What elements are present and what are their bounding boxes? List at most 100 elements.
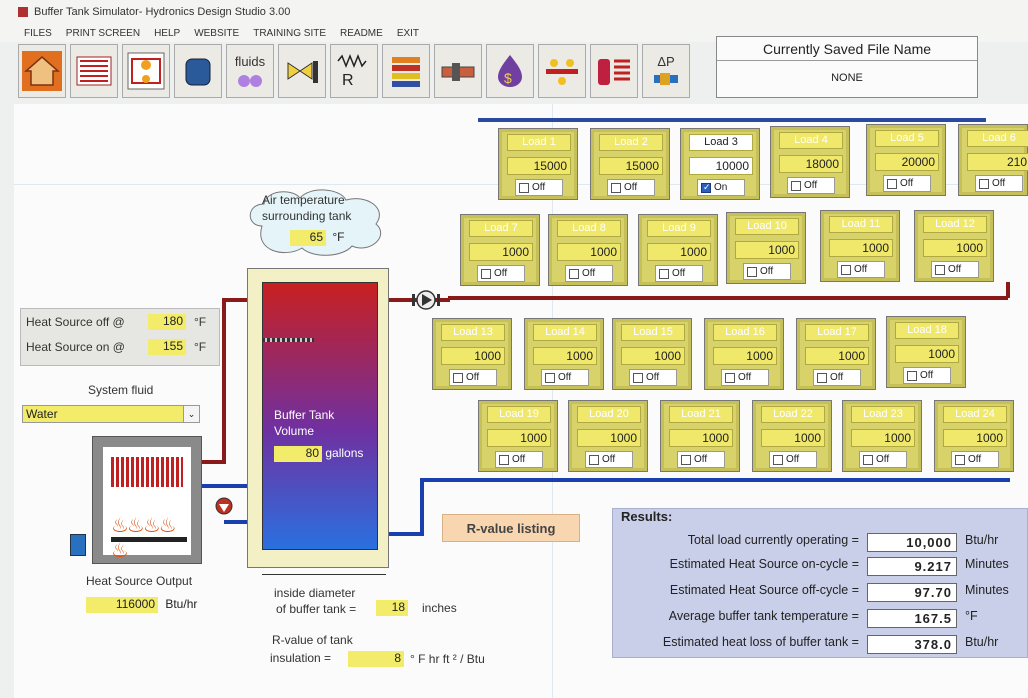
load-value-input[interactable]: 1000 (647, 243, 711, 261)
checkbox-icon[interactable] (887, 178, 897, 189)
load-toggle[interactable]: Off (813, 369, 861, 386)
checkbox-icon[interactable] (611, 182, 621, 193)
load-toggle[interactable]: Off (931, 261, 979, 278)
load-value-input[interactable]: 210 (967, 153, 1028, 171)
load-value-input[interactable]: 1000 (577, 429, 641, 447)
hs-on-input[interactable]: 155 (148, 339, 186, 355)
load-toggle[interactable]: Off (837, 261, 885, 278)
load-value-input[interactable]: 1000 (533, 347, 597, 365)
pipe-button[interactable] (434, 44, 482, 98)
load-value-input[interactable]: 20000 (875, 153, 939, 171)
piping-diagram-button[interactable] (122, 44, 170, 98)
stacked-layers-button[interactable] (382, 44, 430, 98)
load-value-input[interactable]: 18000 (779, 155, 843, 173)
cost-button[interactable]: $ (486, 44, 534, 98)
manifold-button[interactable] (538, 44, 586, 98)
hs-off-input[interactable]: 180 (148, 314, 186, 330)
load-value-input[interactable]: 15000 (599, 157, 663, 175)
fluids-button[interactable]: fluids (226, 44, 274, 98)
load-toggle[interactable]: Off (585, 451, 633, 468)
checkbox-icon[interactable] (701, 182, 711, 193)
load-toggle[interactable]: Off (883, 175, 931, 192)
radiant-panel-button[interactable] (70, 44, 118, 98)
load-toggle[interactable]: Off (975, 175, 1023, 192)
checkbox-icon[interactable] (481, 268, 491, 279)
checkbox-icon[interactable] (519, 182, 529, 193)
rvalue-listing-button[interactable]: R-value listing (442, 514, 580, 542)
load-toggle[interactable]: Off (565, 265, 613, 282)
load-value-input[interactable]: 1000 (713, 347, 777, 365)
rvalue-input[interactable]: 8 (348, 651, 404, 667)
load-toggle[interactable]: Off (477, 265, 525, 282)
menu-website[interactable]: WEBSITE (194, 27, 240, 39)
load-toggle[interactable]: Off (743, 263, 791, 280)
menu-print-screen[interactable]: PRINT SCREEN (65, 27, 141, 39)
load-toggle[interactable]: Off (449, 369, 497, 386)
checkbox-icon[interactable] (725, 372, 735, 383)
expansion-tank-button[interactable] (174, 44, 222, 98)
load-value-input[interactable]: 1000 (923, 239, 987, 257)
load-value-input[interactable]: 1000 (441, 347, 505, 365)
load-toggle[interactable]: Off (721, 369, 769, 386)
load-value-input[interactable]: 1000 (487, 429, 551, 447)
load-toggle[interactable]: Off (903, 367, 951, 384)
menu-training-site[interactable]: TRAINING SITE (253, 27, 327, 39)
checkbox-icon[interactable] (545, 372, 555, 383)
load-value-input[interactable]: 15000 (507, 157, 571, 175)
load-toggle[interactable]: Off (607, 179, 655, 196)
load-value-input[interactable]: 1000 (669, 429, 733, 447)
tank-volume-input[interactable]: 80 (274, 446, 322, 462)
load-toggle[interactable]: Off (495, 451, 543, 468)
diameter-input[interactable]: 18 (376, 600, 408, 616)
chevron-down-icon[interactable]: ⌄ (183, 406, 199, 422)
load-toggle[interactable]: Off (769, 451, 817, 468)
menu-exit[interactable]: EXIT (396, 27, 420, 39)
checkbox-icon[interactable] (659, 268, 669, 279)
checkbox-icon[interactable] (773, 454, 783, 465)
load-value-input[interactable]: 1000 (943, 429, 1007, 447)
load-value-input[interactable]: 1000 (895, 345, 959, 363)
load-toggle[interactable]: Off (515, 179, 563, 196)
checkbox-icon[interactable] (935, 264, 945, 275)
checkbox-icon[interactable] (499, 454, 509, 465)
air-temp-input[interactable]: 65 (290, 230, 326, 246)
tank-grid-button[interactable] (590, 44, 638, 98)
checkbox-icon[interactable] (569, 268, 579, 279)
valve-length-button[interactable] (278, 44, 326, 98)
load-value-input[interactable]: 1000 (735, 241, 799, 259)
load-toggle[interactable]: Off (787, 177, 835, 194)
checkbox-icon[interactable] (791, 180, 801, 191)
menu-help[interactable]: HELP (154, 27, 181, 39)
load-toggle[interactable]: Off (541, 369, 589, 386)
house-button[interactable] (18, 44, 66, 98)
checkbox-icon[interactable] (863, 454, 873, 465)
checkbox-icon[interactable] (747, 266, 757, 277)
load-value-input[interactable]: 1000 (557, 243, 621, 261)
load-value-input[interactable]: 10000 (689, 157, 753, 175)
load-toggle[interactable]: Off (629, 369, 677, 386)
menu-readme[interactable]: README (340, 27, 383, 39)
menu-files[interactable]: FILES (24, 27, 52, 39)
system-fluid-select[interactable]: Water ⌄ (22, 405, 200, 423)
resistance-button[interactable]: R (330, 44, 378, 98)
heat-output-input[interactable]: 116000 (86, 597, 158, 613)
checkbox-icon[interactable] (979, 178, 989, 189)
load-value-input[interactable]: 1000 (805, 347, 869, 365)
load-toggle[interactable]: Off (655, 265, 703, 282)
load-value-input[interactable]: 1000 (761, 429, 825, 447)
load-toggle[interactable]: On (697, 179, 745, 196)
load-value-input[interactable]: 1000 (829, 239, 893, 257)
checkbox-icon[interactable] (633, 372, 643, 383)
checkbox-icon[interactable] (681, 454, 691, 465)
checkbox-icon[interactable] (589, 454, 599, 465)
load-toggle[interactable]: Off (677, 451, 725, 468)
load-value-input[interactable]: 1000 (621, 347, 685, 365)
checkbox-icon[interactable] (453, 372, 463, 383)
checkbox-icon[interactable] (817, 372, 827, 383)
checkbox-icon[interactable] (955, 454, 965, 465)
load-value-input[interactable]: 1000 (469, 243, 533, 261)
checkbox-icon[interactable] (841, 264, 851, 275)
checkbox-icon[interactable] (907, 370, 917, 381)
load-toggle[interactable]: Off (859, 451, 907, 468)
load-toggle[interactable]: Off (951, 451, 999, 468)
